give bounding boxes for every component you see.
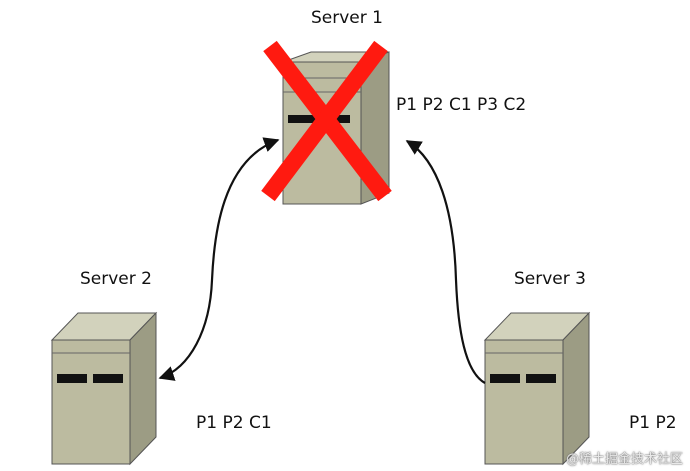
server-3-log: P1 P2 [629, 413, 677, 433]
drive-slot [526, 374, 556, 383]
drive-slot [490, 374, 520, 383]
watermark: @稀土掘金技术社区 [566, 452, 684, 467]
server-2 [50, 311, 158, 466]
server-2-label: Server 2 [80, 269, 152, 289]
server-1-log: P1 P2 C1 P3 C2 [396, 95, 527, 115]
replication-arrow-server1-server2 [158, 137, 280, 381]
server-2-log: P1 P2 C1 [196, 413, 272, 433]
server-3 [483, 311, 591, 466]
server-1-label: Server 1 [311, 8, 383, 28]
replication-arrow-server3-server1 [405, 140, 486, 384]
failure-cross-icon [261, 40, 392, 202]
drive-slot [288, 115, 316, 123]
drive-slot [57, 374, 87, 383]
drive-slot [93, 374, 123, 383]
server-3-label: Server 3 [514, 269, 586, 289]
